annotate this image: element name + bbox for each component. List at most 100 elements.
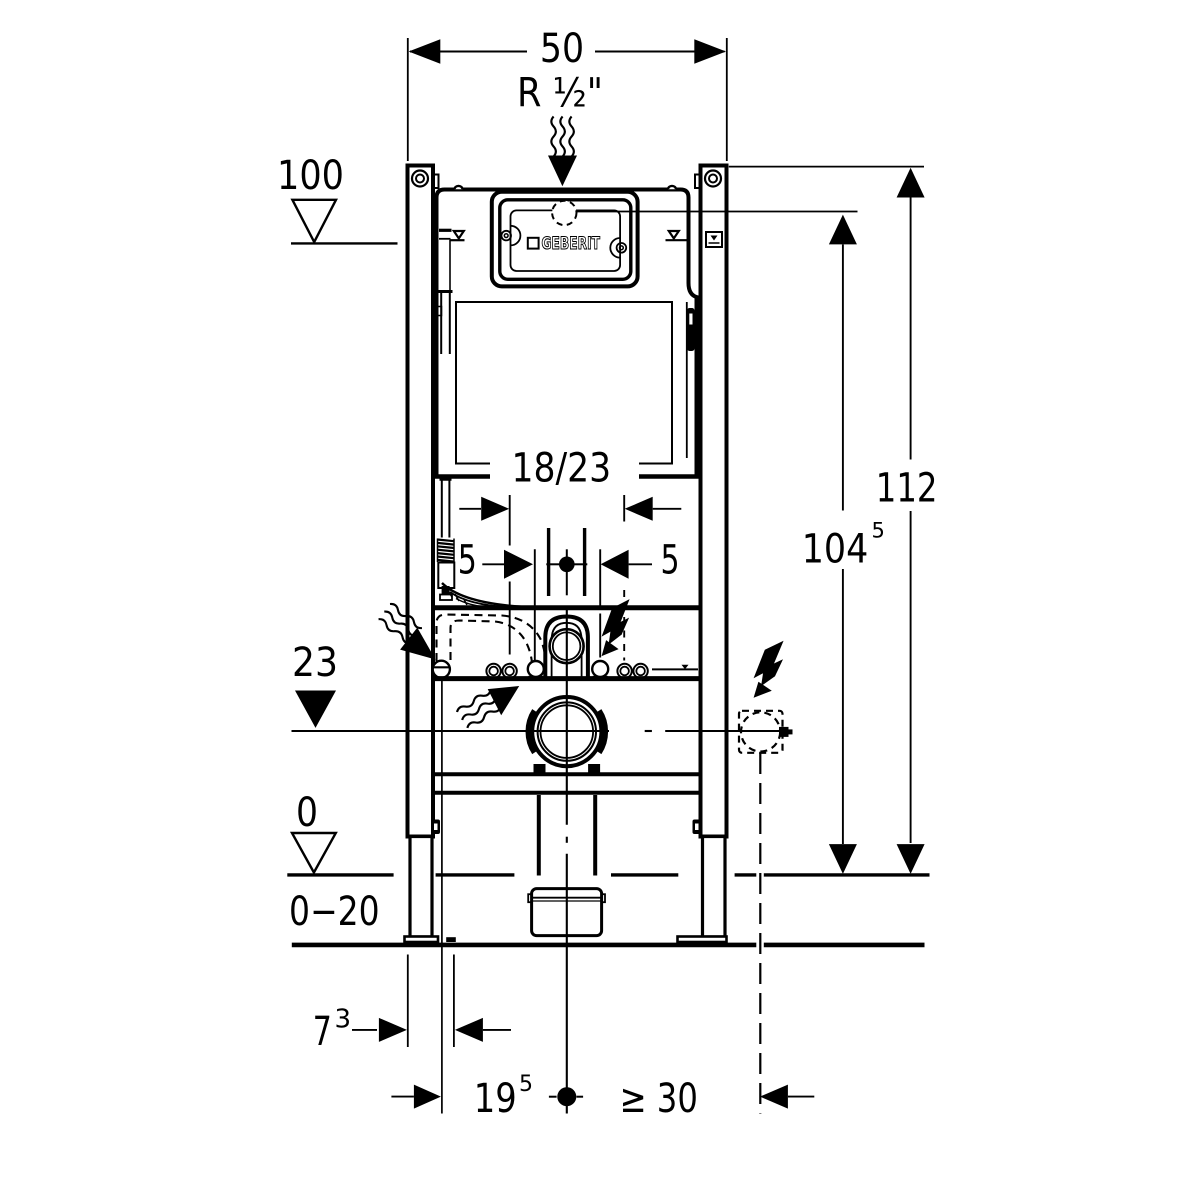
dim-18-23-part (481, 496, 510, 521)
valve-outlet-sweep-part (463, 599, 468, 606)
dim-18-23-part (624, 496, 653, 521)
dim-center-marker (546, 549, 588, 596)
cover-screw-left-part (503, 232, 509, 239)
floor-lines (287, 873, 930, 948)
label-5-right: 5 (661, 537, 680, 583)
level-0-part (289, 831, 338, 875)
pan-fixing-holes (485, 662, 649, 680)
label-50: 50 (540, 26, 584, 72)
left-rail-hole-part (410, 169, 430, 188)
right-leg-clip (692, 819, 701, 834)
cover-screw-right-part (618, 245, 625, 251)
cover-halfmoon-right (609, 237, 621, 259)
flush-pipe (546, 528, 587, 596)
dim-104-part (828, 214, 857, 245)
valve-spring-part (437, 558, 455, 563)
pan-fixing-bolts-part (591, 659, 610, 679)
level-markers (289, 198, 398, 875)
supply-flow-left-part (389, 602, 423, 630)
drain-socket-part (600, 893, 606, 904)
dim-5-right-part (600, 549, 629, 579)
label-0-20: 0−20 (289, 889, 380, 935)
supply-flow-top-part (559, 115, 566, 158)
cover-screw-right (615, 242, 628, 254)
level-23-part (295, 690, 336, 728)
lightning-bolt-icon-part (601, 640, 619, 657)
left-foot-plate (403, 935, 440, 944)
flush-flow-part (455, 689, 492, 713)
valve-outlet-sweep-part (446, 588, 453, 598)
valve-spring-part (437, 552, 455, 556)
supply-arrow-left (400, 627, 436, 660)
dim-112-part (896, 844, 925, 874)
dim-center-marker-part (559, 556, 575, 573)
valve-spring-part (437, 548, 455, 553)
supply-flow-left (378, 602, 436, 660)
cistern-right-tab (687, 308, 695, 351)
cistern-top-bump-left (453, 184, 464, 190)
left-leg (408, 834, 434, 939)
dim-7-3-part (378, 1017, 407, 1042)
flush-arrow (487, 686, 520, 716)
dim-19-5-part (413, 1084, 441, 1109)
mounting-frame (403, 163, 729, 944)
left-rail-hole (410, 169, 430, 188)
dim-18-23 (459, 496, 682, 521)
lightning-bolt-icon-part (601, 599, 630, 637)
dimension-labels: 50 R ½" 100 18/23 5 5 23 112 104 5 0 0−2… (277, 26, 938, 1122)
level-100-part (290, 198, 338, 245)
label-min30: ≥ 30 (620, 1076, 698, 1122)
water-supply-connection (431, 659, 452, 680)
right-leg-clip-part (695, 823, 699, 830)
level-100 (290, 198, 398, 245)
supply-floor-stub (446, 937, 456, 942)
water-supply-connection-part (431, 659, 452, 680)
logo-square (526, 236, 540, 250)
label-0: 0 (296, 790, 318, 836)
flush-flow-part (466, 705, 502, 729)
dim-19-5-part (557, 1087, 577, 1107)
cover-screw-left-part (500, 229, 512, 242)
dim-112 (896, 167, 925, 874)
water-level-mark-left (449, 229, 466, 242)
right-rail-hole-part (708, 173, 718, 184)
supply-flow-left-part (378, 618, 411, 645)
valve-spring-part (437, 545, 455, 550)
text-mask-1823 (490, 444, 639, 486)
level-0 (289, 831, 338, 875)
plate-level-mark (652, 664, 698, 671)
pan-fixing-holes-part (504, 665, 515, 677)
right-foot-plate (676, 935, 728, 944)
valve-outlet-sweep-part (454, 593, 460, 602)
valve-spring-part (437, 555, 455, 560)
flow-arrows (378, 115, 577, 729)
label-5-left: 5 (458, 537, 477, 583)
dim-5-left-part (504, 549, 533, 579)
pan-fixing-bolts-part (526, 659, 545, 679)
cistern-right-tab-part (687, 308, 695, 351)
supply-arrow-top (548, 155, 577, 187)
water-level-mark-right-part (666, 229, 681, 241)
dim-width-50 (406, 38, 728, 161)
fill-valve-part (439, 593, 453, 601)
pan-fixing-holes-part (619, 665, 630, 677)
label-1823: 18/23 (512, 446, 612, 492)
valve-spring (437, 538, 455, 563)
label-104-sup: 5 (872, 519, 885, 543)
label-7: 7 (313, 1009, 332, 1055)
dim-5-right (600, 549, 652, 579)
label-19-sup: 5 (519, 1072, 533, 1097)
access-cover-part (489, 189, 640, 289)
left-rail (405, 163, 435, 839)
lightning-bolt-icon-part (608, 617, 630, 645)
dim-min-30-part (759, 1084, 788, 1109)
dim-104 (828, 214, 857, 874)
right-rail (698, 163, 729, 839)
rail-marker-box-part (705, 231, 723, 248)
label-104: 104 (802, 527, 869, 573)
drain-socket-part (527, 893, 533, 904)
left-channel-part (436, 305, 443, 317)
dim-min-30 (759, 1084, 815, 1109)
